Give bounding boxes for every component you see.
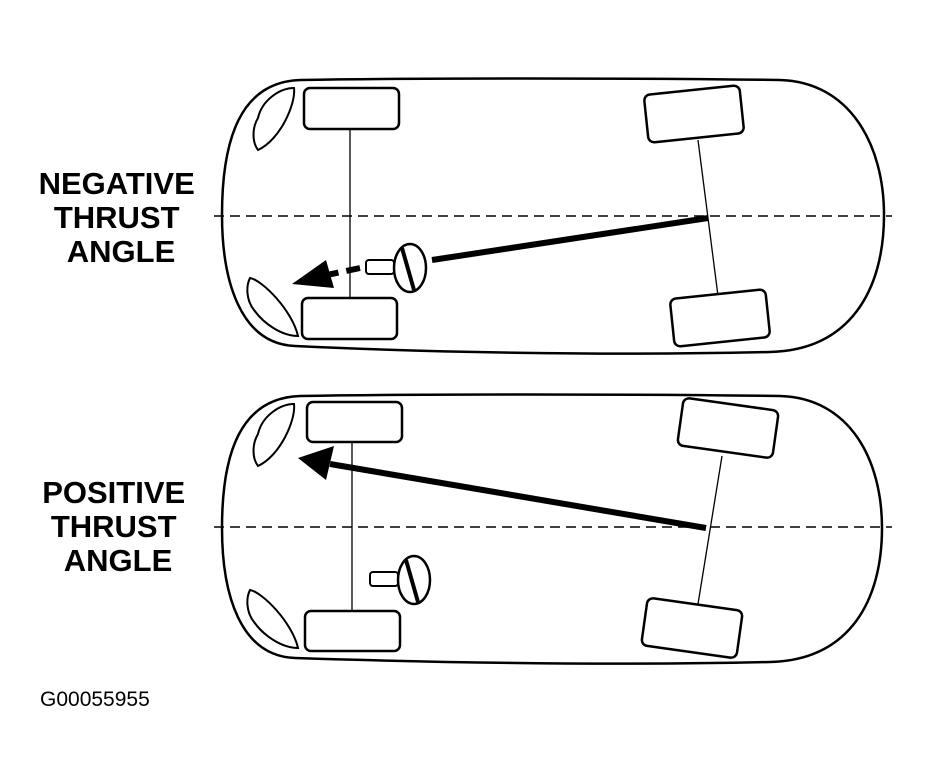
car-body-outline [220,393,884,665]
negative-label-line-1: NEGATIVE [39,166,195,201]
front-right-tire [300,296,399,341]
rear-left-tire [643,84,745,144]
negative-label-line-3: ANGLE [67,234,176,269]
thrust-line [329,461,707,531]
front-left-tire [305,400,404,444]
negative-label-line-2: THRUST [54,200,180,235]
thrust-line [431,215,709,263]
rear-left-tire [676,397,780,459]
adjuster-screw-icon [369,554,432,606]
svg-text:NEGATIVE THRUST AN: NEGATIVE THRUST ANGLE [39,166,204,269]
front-window-upper [252,402,296,468]
front-left-tire [302,86,401,131]
thrust-arrowhead [292,260,334,288]
negative-thrust-angle-figure: NEGATIVE THRUST ANGLE [39,77,892,355]
rear-right-tire [669,288,771,348]
svg-text:POSITIVE THRUST AN: POSITIVE THRUST ANGLE [42,475,194,578]
figure-id: G00055955 [40,688,150,711]
rear-right-tire [640,597,744,659]
front-window-upper [252,86,296,152]
front-right-tire [303,609,402,653]
front-window-lower [246,276,300,338]
thrust-arrowhead [298,446,334,480]
positive-thrust-angle-figure: POSITIVE THRUST ANGLE [42,393,892,665]
rear-axle [697,455,723,605]
front-window-lower [246,588,300,650]
adjuster-screw-icon [365,242,428,294]
positive-label-line-3: ANGLE [64,543,173,578]
positive-label-line-2: THRUST [51,509,177,544]
positive-label-line-1: POSITIVE [42,475,185,510]
